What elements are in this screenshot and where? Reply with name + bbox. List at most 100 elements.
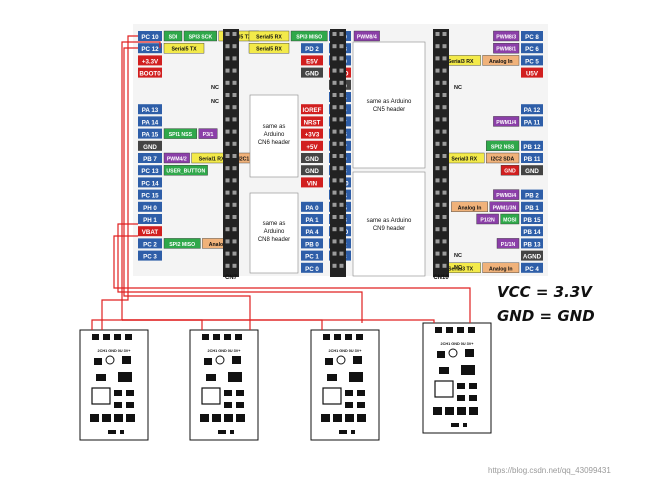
component xyxy=(215,355,225,365)
header-pin xyxy=(225,215,230,219)
sensor-module-3: 2CH1 GND 0U 3V+ xyxy=(310,329,380,441)
pin-label-box xyxy=(138,55,162,66)
header-pin xyxy=(332,239,337,244)
header-pin xyxy=(332,215,337,219)
header-pin xyxy=(339,263,344,268)
header-pin xyxy=(442,202,447,207)
header-pin xyxy=(332,190,337,195)
function-tag xyxy=(163,43,205,54)
pin-label: PB 11 xyxy=(524,156,541,163)
pin-label: PH 0 xyxy=(143,205,157,212)
pin-label: PC 13 xyxy=(141,168,159,175)
function-tag xyxy=(489,201,520,213)
function-tag-text: Analog In xyxy=(489,266,513,272)
function-tag-text: Serial5 RX xyxy=(256,47,282,53)
header-pin xyxy=(225,239,230,244)
pin-label: GND xyxy=(143,144,157,151)
header-body xyxy=(330,29,346,277)
header-pin xyxy=(339,251,344,256)
nc-label: NC xyxy=(211,85,219,91)
pin-label-box xyxy=(138,67,162,78)
header-pin xyxy=(225,227,230,232)
header-pin xyxy=(225,166,230,171)
pin-label-box xyxy=(138,201,162,212)
header-pin xyxy=(232,93,237,97)
pin-label: PC 6 xyxy=(525,46,539,53)
pin-pad xyxy=(103,334,110,340)
header-pin xyxy=(332,56,337,61)
header-pin xyxy=(232,105,237,110)
component xyxy=(463,423,467,427)
pin-label-text: 2CH1 GND 0U 3V+ xyxy=(328,349,362,353)
pin-label-box xyxy=(301,177,323,188)
pin-label-box xyxy=(301,262,323,273)
function-tag xyxy=(482,55,520,66)
pin-label: IOREF xyxy=(303,107,322,114)
pin-label-box xyxy=(301,153,323,163)
header-pin xyxy=(435,141,440,146)
pin-label-box xyxy=(301,250,323,261)
header-pin xyxy=(442,154,447,158)
function-tag-text: SPI2 MISO xyxy=(169,242,195,248)
component xyxy=(445,407,454,415)
pin-label: PC 5 xyxy=(525,58,539,65)
pin-label: PA 13 xyxy=(142,107,159,114)
function-tag-text: USER_BUTTON xyxy=(166,169,205,175)
pin-label-box xyxy=(138,177,162,188)
header-pin xyxy=(339,56,344,61)
header-pin xyxy=(339,117,344,122)
component xyxy=(224,390,232,396)
header-pin xyxy=(339,166,344,171)
pin-label: PA 1 xyxy=(305,217,319,224)
header-pin xyxy=(225,68,230,73)
pin-label: U5V xyxy=(526,71,539,78)
component xyxy=(108,430,116,434)
wire xyxy=(91,41,161,330)
pin-pad xyxy=(202,334,209,340)
pin-label-box xyxy=(301,104,323,115)
header-pin xyxy=(435,190,440,195)
component xyxy=(91,387,111,405)
header-pin xyxy=(339,32,344,36)
header-pin xyxy=(339,141,344,146)
nc-label: NC xyxy=(211,99,219,105)
pin-label: VBAT xyxy=(142,229,159,236)
function-tag-text: P3/1 xyxy=(203,132,214,138)
pin-label-box xyxy=(138,214,162,224)
function-tag xyxy=(451,201,488,213)
function-tag xyxy=(163,152,190,164)
pin-label-box xyxy=(301,67,323,78)
pin-label-box xyxy=(301,55,323,66)
pin-label-box xyxy=(521,104,543,115)
pin-label-box xyxy=(138,165,162,176)
component xyxy=(230,430,234,434)
header-pin xyxy=(332,129,337,134)
header-pin xyxy=(435,44,440,49)
header-pin xyxy=(442,32,447,36)
header-pin xyxy=(225,263,230,268)
pin-label-box xyxy=(521,55,543,66)
pin-label-box xyxy=(521,165,543,176)
component xyxy=(126,390,134,396)
function-tag xyxy=(163,128,197,139)
header-pin xyxy=(225,105,230,110)
pin-label-box xyxy=(301,43,323,54)
component xyxy=(224,414,233,422)
function-tag xyxy=(493,116,520,127)
function-tag-text: SPI3 MISO xyxy=(296,35,322,41)
pin-label: PC 3 xyxy=(143,254,157,261)
gnd-note: GND = GND xyxy=(497,307,595,325)
pin-label-box xyxy=(521,238,543,249)
pin-pad xyxy=(457,327,464,333)
component xyxy=(351,430,355,434)
pin-pad xyxy=(435,327,442,333)
component xyxy=(236,390,244,396)
component xyxy=(204,358,212,365)
header-pin xyxy=(339,105,344,110)
header-pin xyxy=(435,251,440,256)
